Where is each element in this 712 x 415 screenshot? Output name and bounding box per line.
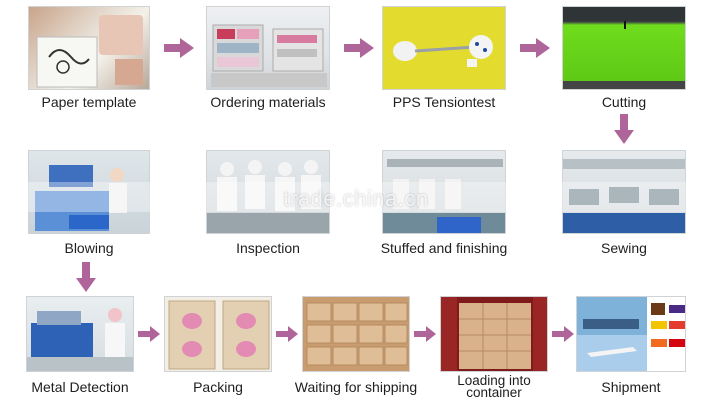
cutting-label: Cutting [601, 94, 647, 110]
arrow-right-icon [164, 38, 194, 58]
arrow-right-icon [552, 326, 574, 342]
stuffing-line-illustration [383, 159, 505, 233]
loading-container-photo [440, 296, 548, 372]
packing-label: Packing [193, 379, 243, 395]
stacked-cartons-illustration [303, 297, 409, 371]
arrow-down-icon [614, 114, 634, 144]
blowing-machine-illustration [35, 165, 127, 231]
pps-tensiontest-photo [382, 6, 506, 90]
paper-template-photo [28, 6, 150, 90]
sewing-label: Sewing [601, 240, 647, 256]
watermark-band [0, 182, 712, 212]
arrow-right-icon [138, 326, 160, 342]
packing-photo [164, 296, 272, 372]
container-illustration [441, 297, 547, 371]
shipment-illustration [577, 297, 685, 371]
paper-template-label: Paper template [41, 94, 137, 110]
waiting-shipping-label: Waiting for shipping [294, 379, 418, 395]
ordering-materials-photo [206, 6, 330, 90]
shipment-label: Shipment [601, 379, 661, 395]
loading-container-label: Loading into container [457, 373, 531, 400]
tension-test-illustration [383, 7, 505, 89]
arrow-right-icon [414, 326, 436, 342]
waiting-shipping-photo [302, 296, 410, 372]
pps-tensiontest-label: PPS Tensiontest [392, 94, 496, 110]
sewing-photo [562, 150, 686, 234]
metal-detector-illustration [27, 308, 133, 371]
paper-template-illustration [36, 15, 143, 88]
arrow-right-icon [520, 38, 550, 58]
arrow-right-icon [344, 38, 374, 58]
metal-detection-label: Metal Detection [31, 379, 129, 395]
inspection-label: Inspection [236, 240, 300, 256]
inspection-photo [206, 150, 330, 234]
ordering-materials-label: Ordering materials [210, 94, 326, 110]
sewing-line-illustration [563, 159, 685, 233]
blowing-photo [28, 150, 150, 234]
packing-boxes-illustration [168, 300, 270, 370]
cutting-photo [562, 6, 686, 90]
arrow-right-icon [276, 326, 298, 342]
stuffed-finishing-label: Stuffed and finishing [380, 240, 508, 256]
warehouse-illustration [211, 24, 327, 87]
metal-detection-photo [26, 296, 134, 372]
cutting-table-illustration [563, 7, 685, 89]
arrow-down-icon [76, 262, 96, 292]
inspection-workers-illustration [207, 160, 329, 233]
blowing-label: Blowing [64, 240, 114, 256]
shipment-photo [576, 296, 686, 372]
stuffed-finishing-photo [382, 150, 506, 234]
